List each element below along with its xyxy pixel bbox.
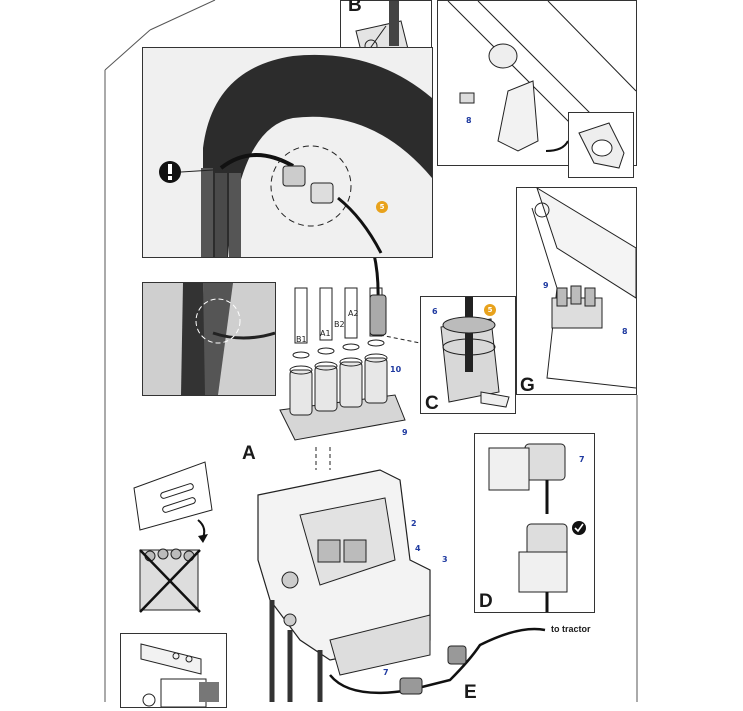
label-d: D <box>479 591 493 612</box>
mounting-plate <box>133 461 213 543</box>
callout-10: 10 <box>390 365 402 374</box>
tractor-connector-b <box>447 645 467 665</box>
label-c: C <box>425 393 439 414</box>
panel-bottom-left <box>120 633 227 708</box>
port-a1: A1 <box>320 329 331 338</box>
callout-9-a: 9 <box>402 428 408 437</box>
tractor-connector-a <box>399 677 423 695</box>
inset-clip <box>568 112 634 178</box>
callout-7-d: 7 <box>579 455 585 464</box>
inset-clip-art <box>578 122 625 169</box>
photo-panel-small <box>142 282 276 396</box>
callout-4: 4 <box>415 544 421 553</box>
photo-panel-top <box>142 47 433 258</box>
panel-c <box>420 296 516 414</box>
panel-d-art <box>488 443 586 612</box>
to-tractor-label: to tractor <box>551 624 591 634</box>
callout-8-top: 8 <box>466 116 472 125</box>
panel-g-art <box>531 186 637 389</box>
label-g: G <box>520 375 535 396</box>
callout-7-bottom: 7 <box>383 668 389 677</box>
tractor-cable <box>329 627 546 695</box>
label-e: E <box>464 682 477 703</box>
photo-art <box>159 54 432 258</box>
panel-c-art <box>440 297 510 408</box>
panel-g <box>516 186 637 395</box>
port-b1: B1 <box>296 335 307 344</box>
badge-5-c: 5 <box>484 304 496 316</box>
old-valve-crossed <box>139 548 201 613</box>
callout-3: 3 <box>442 555 448 564</box>
port-b2: B2 <box>334 320 345 329</box>
callout-6: 6 <box>432 307 438 316</box>
badge-5-top: 5 <box>376 201 388 213</box>
sensor-connector <box>369 294 387 336</box>
label-b: B <box>348 0 362 16</box>
callout-2: 2 <box>411 519 417 528</box>
port-a2: A2 <box>348 309 359 318</box>
callout-8-g: 8 <box>622 327 628 336</box>
loader-housing <box>257 469 431 676</box>
panel-top-right-art <box>447 0 637 152</box>
callout-9-g: 9 <box>543 281 549 290</box>
photo-small-art <box>181 283 276 395</box>
panel-bottom-left-art <box>140 643 219 708</box>
panel-d <box>474 433 595 613</box>
hydraulic-hoses <box>269 600 323 702</box>
label-a: A <box>242 443 256 464</box>
